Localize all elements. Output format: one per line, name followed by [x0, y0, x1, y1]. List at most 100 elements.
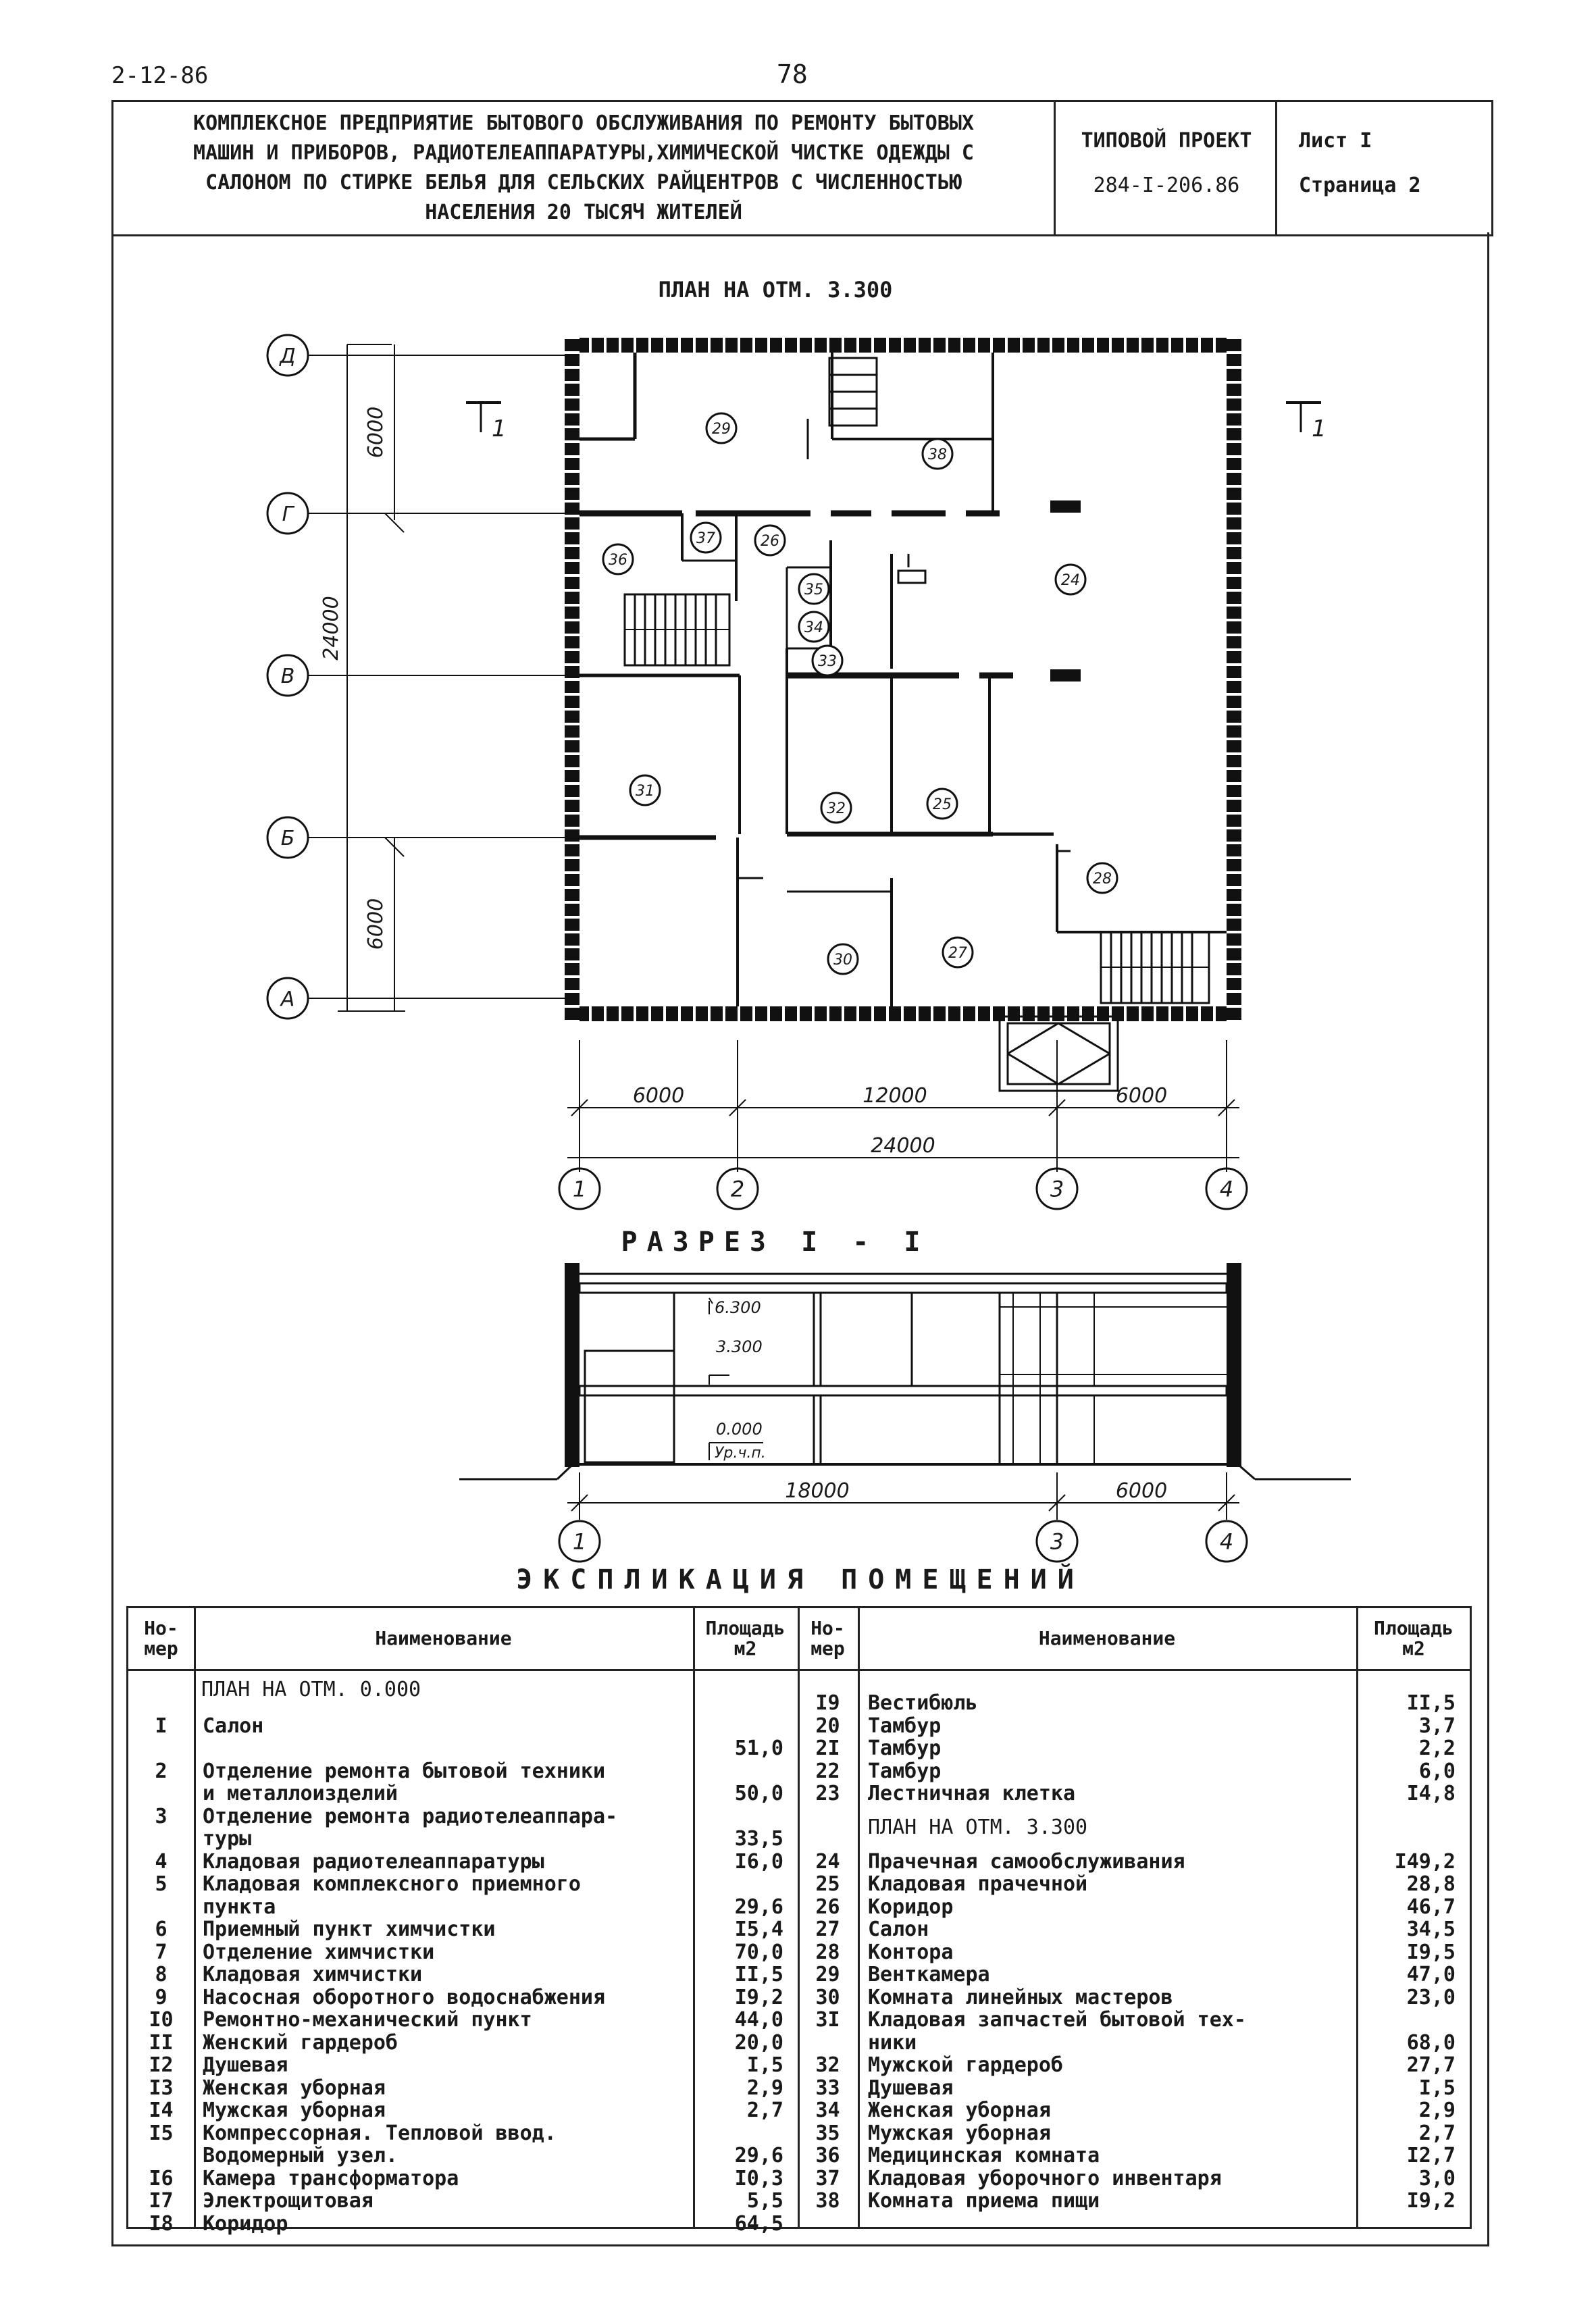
room-number: I5: [149, 2121, 174, 2145]
room-area: 27,7: [1406, 2053, 1456, 2077]
plan-interior-walls: [580, 353, 1227, 1006]
section-dim-2: 6000: [1116, 1479, 1167, 1503]
description-line: МАШИН И ПРИБОРОВ, РАДИОТЕЛЕАППАРАТУРЫ,ХИ…: [193, 141, 974, 165]
header-name-right: Наименование: [1038, 1627, 1176, 1649]
room-area: 29,6: [734, 1895, 783, 1919]
row-axis-1: Д: [266, 334, 309, 377]
room-marker-28: 28: [1086, 862, 1118, 894]
column-axis-3: 3: [1035, 1167, 1079, 1210]
room-name: Кладовая химчистки: [203, 1963, 423, 1987]
section-title: РАЗРЕЗ I - I: [621, 1227, 930, 1258]
svg-text:3: 3: [1050, 1177, 1064, 1202]
page-number: 78: [777, 59, 808, 89]
room-name: Мужская уборная: [203, 2099, 386, 2123]
section-axis-3: 3: [1035, 1520, 1079, 1563]
room-area: I49,2: [1394, 1849, 1456, 1874]
room-marker-37: 37: [690, 521, 722, 554]
room-area: 2,9: [746, 2076, 783, 2100]
room-area: 29,6: [734, 2144, 783, 2168]
room-marker-30: 30: [827, 943, 859, 975]
room-area: I9,5: [1406, 1940, 1456, 1964]
room-name: Компрессорная. Тепловой ввод.: [203, 2121, 557, 2145]
room-name: Отделение химчистки: [203, 1940, 435, 1964]
room-area: 64,5: [734, 2211, 783, 2236]
section-mark-left: 1: [492, 415, 507, 442]
room-number: 4: [155, 1849, 168, 1874]
room-area: 46,7: [1406, 1895, 1456, 1919]
svg-text:2: 2: [731, 1177, 744, 1202]
room-name: Медицинская комната: [868, 2144, 1100, 2167]
drawing-frame: [111, 232, 1489, 2246]
room-area: I6,0: [734, 1849, 783, 1874]
room-name: Душевая: [203, 2053, 288, 2078]
svg-text:Г: Г: [282, 503, 295, 526]
room-marker-32: 32: [820, 792, 852, 824]
room-number: I3: [149, 2076, 174, 2100]
project-number: 284-I-206.86: [1093, 174, 1240, 197]
room-number: 36: [815, 2144, 840, 2167]
room-name: Лестничная клетка: [868, 1782, 1076, 1805]
room-area: 2,7: [1418, 2121, 1456, 2145]
svg-text:25: 25: [933, 796, 952, 813]
room-number: 2I: [815, 1737, 840, 1760]
svg-text:33: 33: [818, 653, 837, 670]
room-number: 34: [815, 2099, 840, 2122]
document-code: 2-12-86: [111, 62, 209, 89]
col-divider: [858, 1608, 860, 2227]
room-area: 2,2: [1418, 1737, 1456, 1760]
room-name: Душевая: [868, 2076, 954, 2100]
room-area: 50,0: [734, 1782, 783, 1806]
room-name: Женский гардероб: [203, 2030, 398, 2055]
header-area-right: Площадь м2: [1373, 1617, 1453, 1660]
svg-text:В: В: [281, 665, 295, 688]
section-marks: 1 1: [466, 401, 1327, 442]
dim-bottom-2: 12000: [863, 1084, 927, 1108]
room-marker-34: 34: [798, 611, 830, 643]
svg-text:26: 26: [761, 533, 779, 550]
room-number: 9: [155, 1985, 168, 2009]
col-divider: [194, 1608, 196, 2227]
svg-text:1: 1: [573, 1529, 586, 1555]
room-name: Салон: [868, 1918, 929, 1941]
entrance-canopy: [998, 1015, 1119, 1092]
dim-left-top: 6000: [364, 407, 388, 458]
room-marker-27: 27: [942, 936, 974, 969]
room-name: Отделение ремонта бытовой техники: [203, 1759, 606, 1783]
room-marker-25: 25: [926, 788, 958, 820]
room-area: II,5: [1406, 1691, 1456, 1715]
header-num-left: Но- мер: [144, 1617, 178, 1660]
room-name: Ремонтно-механический пункт: [203, 2008, 532, 2032]
room-name: Тамбур: [868, 1759, 942, 1783]
col-divider: [1356, 1608, 1358, 2227]
svg-text:1: 1: [573, 1177, 586, 1202]
room-area: 47,0: [1406, 1963, 1456, 1986]
room-area: 44,0: [734, 2008, 783, 2032]
svg-text:24: 24: [1061, 572, 1080, 589]
header-divider: [128, 1669, 1470, 1671]
room-name: Кладовая уборочного инвентаря: [868, 2166, 1222, 2190]
column-axis-2: 2: [716, 1167, 759, 1210]
room-number: I2: [149, 2053, 174, 2078]
room-area: 2,7: [746, 2099, 783, 2123]
room-number: 33: [815, 2076, 840, 2100]
level-ground: 0.000: [716, 1420, 763, 1439]
room-name: туры: [203, 1827, 252, 1851]
room-name: Коридор: [868, 1895, 954, 1919]
svg-text:31: 31: [636, 783, 654, 800]
room-area: 6,0: [1418, 1759, 1456, 1783]
dim-bottom-3: 6000: [1116, 1084, 1167, 1108]
description-line: НАСЕЛЕНИЯ 20 ТЫСЯЧ ЖИТЕЛЕЙ: [425, 201, 742, 224]
plan-subtitle: ПЛАН НА ОТМ. 0.000: [201, 1678, 421, 1701]
room-area: 20,0: [734, 2030, 783, 2055]
room-number: 28: [815, 1940, 840, 1964]
dim-bottom-1: 6000: [633, 1084, 684, 1108]
room-name: Камера трансформатора: [203, 2166, 459, 2190]
col-divider: [798, 1608, 800, 2227]
room-name: Тамбур: [868, 1737, 942, 1760]
room-area: 2,9: [1418, 2099, 1456, 2122]
svg-text:28: 28: [1093, 871, 1112, 888]
room-marker-35: 35: [798, 573, 830, 605]
